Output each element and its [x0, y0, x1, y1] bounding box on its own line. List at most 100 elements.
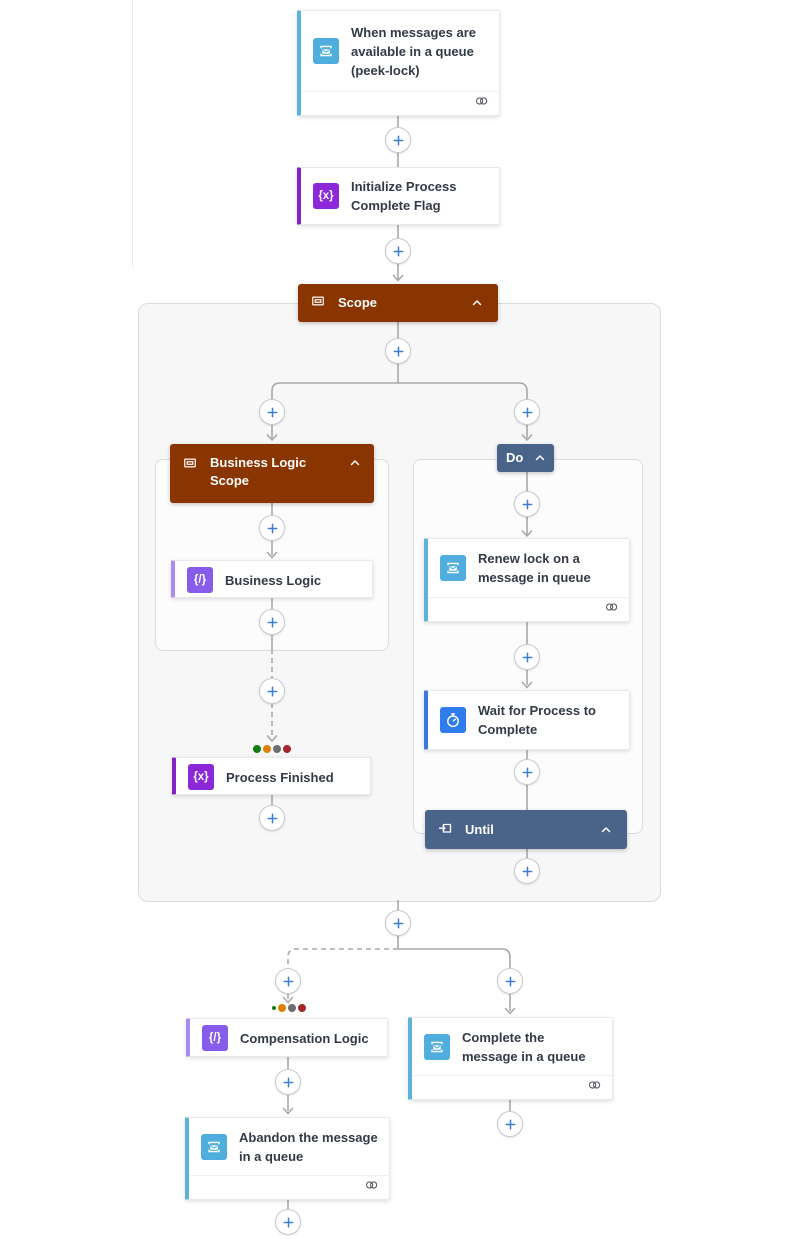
do-badge[interactable]: Do: [497, 444, 554, 472]
variable-glyph: {x}: [193, 771, 209, 783]
do-label: Do: [506, 450, 524, 465]
status-dot: [288, 1004, 296, 1012]
scope-icon: [182, 455, 198, 476]
inline-code-glyph: {/}: [208, 1032, 222, 1044]
do-collapse-button[interactable]: [531, 449, 549, 467]
connection-footer: [189, 1175, 389, 1199]
plus-icon: [393, 135, 403, 145]
compensation-logic-title: Compensation Logic: [240, 1030, 369, 1046]
plus-icon: [522, 767, 532, 777]
initialize-variable-title: Initialize Process Complete Flag: [351, 179, 457, 213]
connection-icon: [586, 1077, 602, 1098]
add-action-button[interactable]: [259, 678, 285, 704]
add-action-button[interactable]: [385, 910, 411, 936]
plus-icon: [267, 686, 277, 696]
abandon-message-card[interactable]: Abandon the message in a queue: [185, 1117, 390, 1200]
inline-code-glyph: {/}: [193, 574, 207, 586]
business-logic-scope-label: Business Logic Scope: [210, 455, 307, 488]
trigger-card[interactable]: When messages are available in a queue (…: [297, 10, 500, 116]
plus-icon: [393, 918, 403, 928]
add-action-button[interactable]: [385, 127, 411, 153]
add-action-button[interactable]: [259, 609, 285, 635]
plus-icon: [267, 407, 277, 417]
plus-icon: [393, 246, 403, 256]
add-action-button[interactable]: [497, 1111, 523, 1137]
plus-icon: [267, 523, 277, 533]
add-action-button[interactable]: [514, 399, 540, 425]
renew-lock-title: Renew lock on a message in queue: [478, 551, 591, 585]
connection-icon: [363, 1177, 379, 1198]
process-finished-title: Process Finished: [226, 769, 334, 785]
add-action-button[interactable]: [385, 238, 411, 264]
connection-footer: [301, 91, 499, 115]
chevron-up-icon: [472, 300, 482, 306]
service-bus-icon: [424, 1033, 450, 1060]
abandon-message-title: Abandon the message in a queue: [239, 1129, 378, 1164]
add-action-button[interactable]: [275, 1209, 301, 1235]
status-dot: [273, 745, 281, 753]
status-dot: [278, 1004, 286, 1012]
add-action-button[interactable]: [259, 805, 285, 831]
plus-icon: [522, 499, 532, 509]
service-bus-icon: [440, 555, 466, 581]
add-action-button[interactable]: [514, 858, 540, 884]
chevron-up-icon: [536, 455, 545, 461]
connection-footer: [428, 597, 629, 621]
variable-glyph: {x}: [318, 190, 334, 202]
add-action-button[interactable]: [275, 968, 301, 994]
process-finished-card[interactable]: {x} Process Finished: [172, 757, 371, 795]
add-action-button[interactable]: [275, 1069, 301, 1095]
until-footer[interactable]: Until: [425, 810, 627, 849]
scope-collapse-button[interactable]: [468, 294, 486, 312]
add-action-button[interactable]: [385, 338, 411, 364]
service-bus-icon: [313, 38, 339, 64]
add-action-button[interactable]: [514, 491, 540, 517]
wait-for-process-card[interactable]: Wait for Process to Complete: [424, 690, 630, 750]
plus-icon: [393, 346, 403, 356]
add-action-button[interactable]: [259, 515, 285, 541]
add-action-button[interactable]: [514, 759, 540, 785]
business-logic-card[interactable]: {/} Business Logic: [171, 560, 373, 598]
chevron-up-icon: [601, 826, 611, 832]
plus-icon: [283, 1217, 293, 1227]
inline-code-icon: {/}: [202, 1025, 228, 1051]
connection-icon: [473, 93, 489, 114]
status-dot: [253, 745, 261, 753]
wait-for-process-title: Wait for Process to Complete: [478, 703, 596, 737]
status-dot: [263, 745, 271, 753]
renew-lock-card[interactable]: Renew lock on a message in queue: [424, 538, 630, 622]
add-action-button[interactable]: [259, 399, 285, 425]
plus-icon: [505, 976, 515, 986]
add-action-button[interactable]: [497, 968, 523, 994]
plus-icon: [267, 617, 277, 627]
business-logic-scope-collapse-button[interactable]: [346, 454, 364, 472]
run-after-status-dots: [271, 1004, 307, 1012]
complete-message-card[interactable]: Complete the message in a queue: [408, 1017, 613, 1100]
until-loop-icon: [437, 819, 453, 840]
plus-icon: [522, 407, 532, 417]
scope-label: Scope: [338, 295, 378, 310]
chevron-up-icon: [350, 460, 360, 466]
scope-header[interactable]: Scope: [298, 284, 498, 322]
connection-icon: [603, 599, 619, 620]
plus-icon: [522, 866, 532, 876]
run-after-status-dots: [252, 745, 292, 753]
initialize-variable-card[interactable]: {x} Initialize Process Complete Flag: [297, 167, 500, 225]
plus-icon: [267, 813, 277, 823]
panel-divider: [132, 0, 133, 268]
inline-code-icon: {/}: [187, 567, 213, 593]
compensation-logic-card[interactable]: {/} Compensation Logic: [186, 1018, 388, 1057]
add-action-button[interactable]: [514, 644, 540, 670]
until-collapse-button[interactable]: [597, 821, 615, 839]
scope-icon: [310, 293, 326, 314]
plus-icon: [522, 652, 532, 662]
plus-icon: [283, 976, 293, 986]
status-dot: [283, 745, 291, 753]
connection-footer: [412, 1075, 612, 1099]
until-label: Until: [465, 821, 494, 837]
business-logic-scope-header[interactable]: Business Logic Scope: [170, 444, 374, 503]
plus-icon: [505, 1119, 515, 1129]
plus-icon: [283, 1077, 293, 1087]
variable-icon: {x}: [313, 183, 339, 209]
